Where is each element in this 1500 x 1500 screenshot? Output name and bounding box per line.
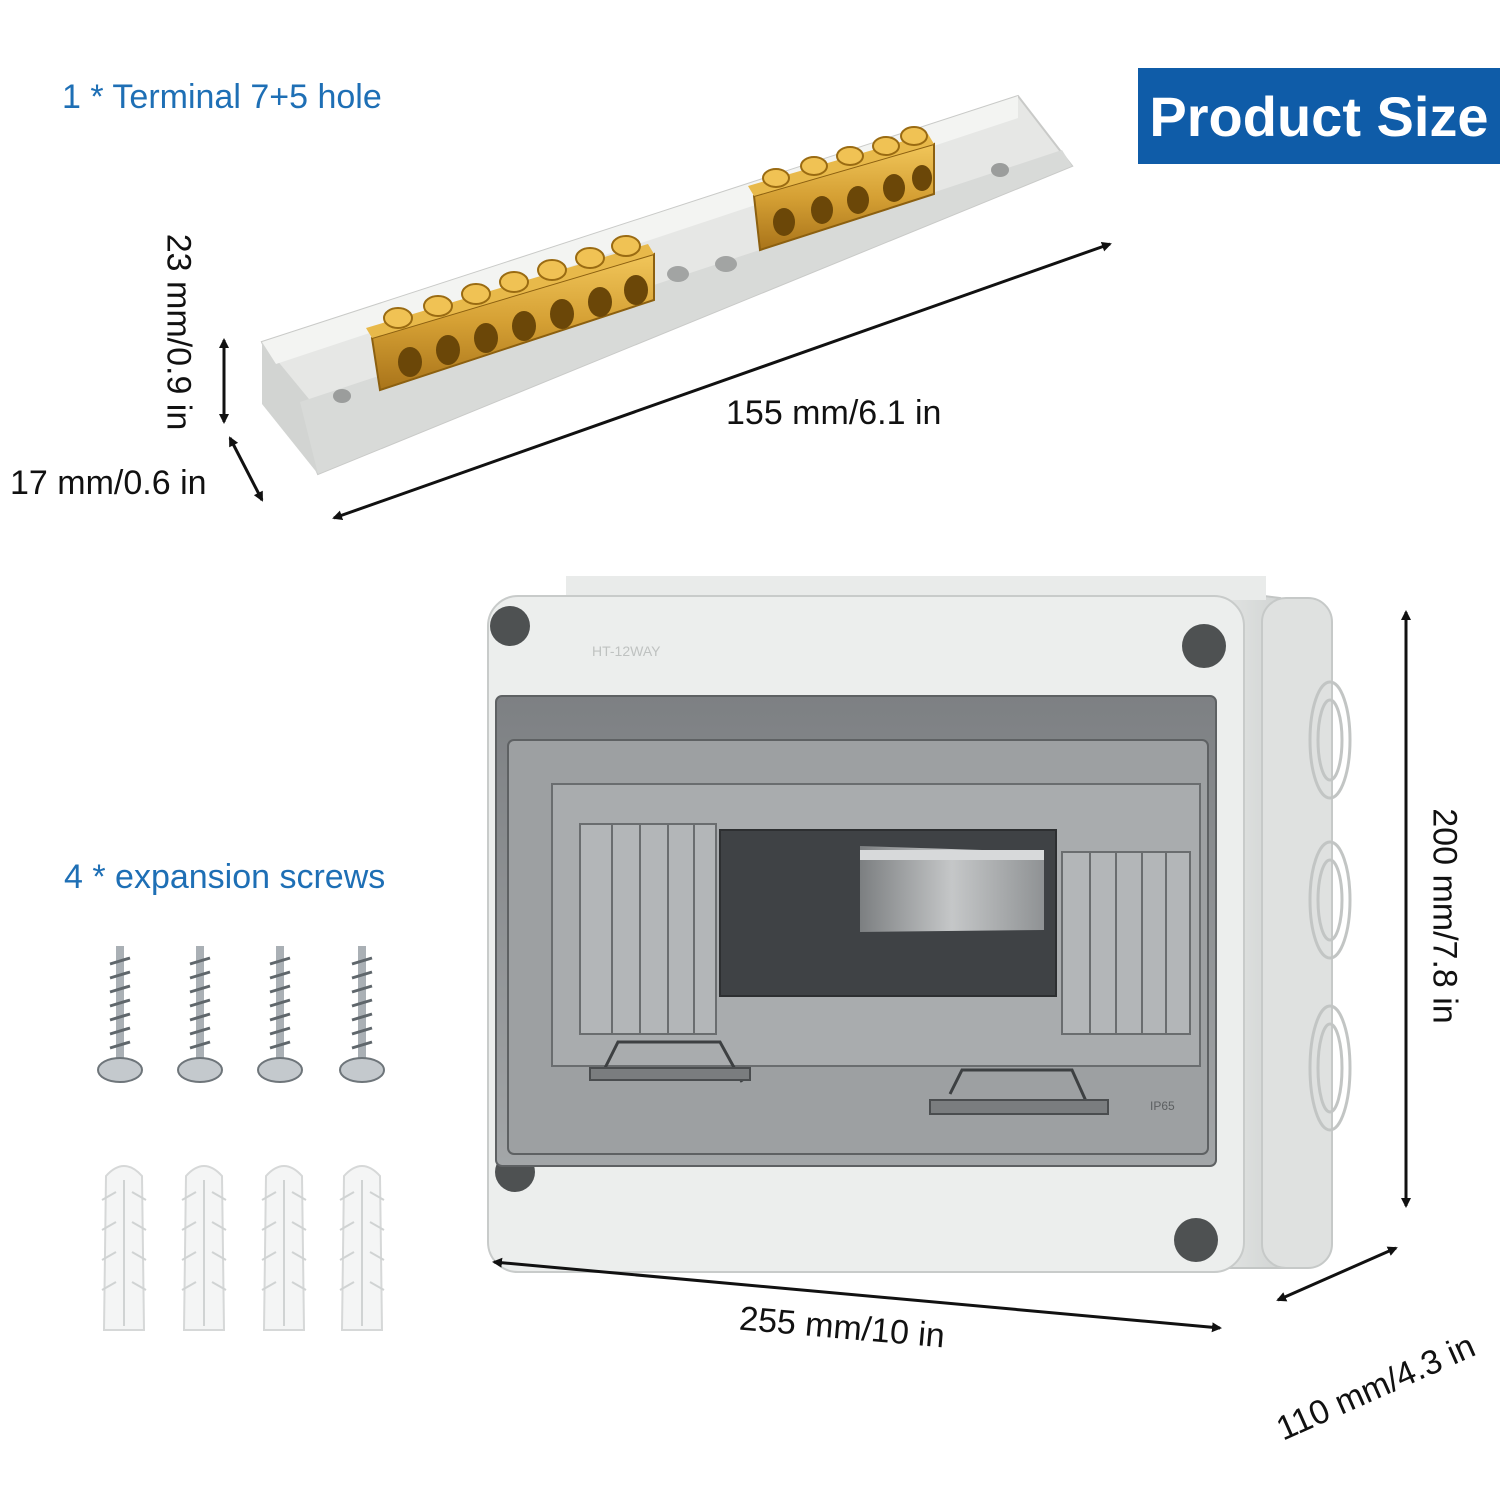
ip-rating-marking: IP65 <box>1150 1099 1175 1113</box>
wall-anchor <box>261 1165 307 1331</box>
distribution-box: HT-12WAY IP65 <box>487 576 1411 1333</box>
screw-set <box>97 946 385 1083</box>
screws-caption: 4 * expansion screws <box>64 858 386 896</box>
wall-anchor <box>101 1165 147 1331</box>
model-marking: HT-12WAY <box>592 643 661 659</box>
screw <box>177 946 223 1083</box>
screw <box>339 946 385 1083</box>
terminal-block <box>219 94 1112 521</box>
brass-terminal-5-hole <box>748 126 935 252</box>
screw <box>257 946 303 1083</box>
terminal-depth-label: 17 mm/0.6 in <box>10 464 207 502</box>
wall-anchor <box>339 1165 385 1331</box>
terminal-height-label: 23 mm/0.9 in <box>159 233 198 431</box>
screw <box>97 946 143 1083</box>
wall-anchor <box>181 1165 227 1331</box>
terminal-length-label: 155 mm/6.1 in <box>726 394 942 432</box>
terminal-caption: 1 * Terminal 7+5 hole <box>62 78 382 116</box>
enclosure-height-label: 200 mm/7.8 in <box>1425 808 1464 1024</box>
product-size-badge: Product Size <box>1138 68 1500 164</box>
anchor-set <box>101 1165 385 1331</box>
